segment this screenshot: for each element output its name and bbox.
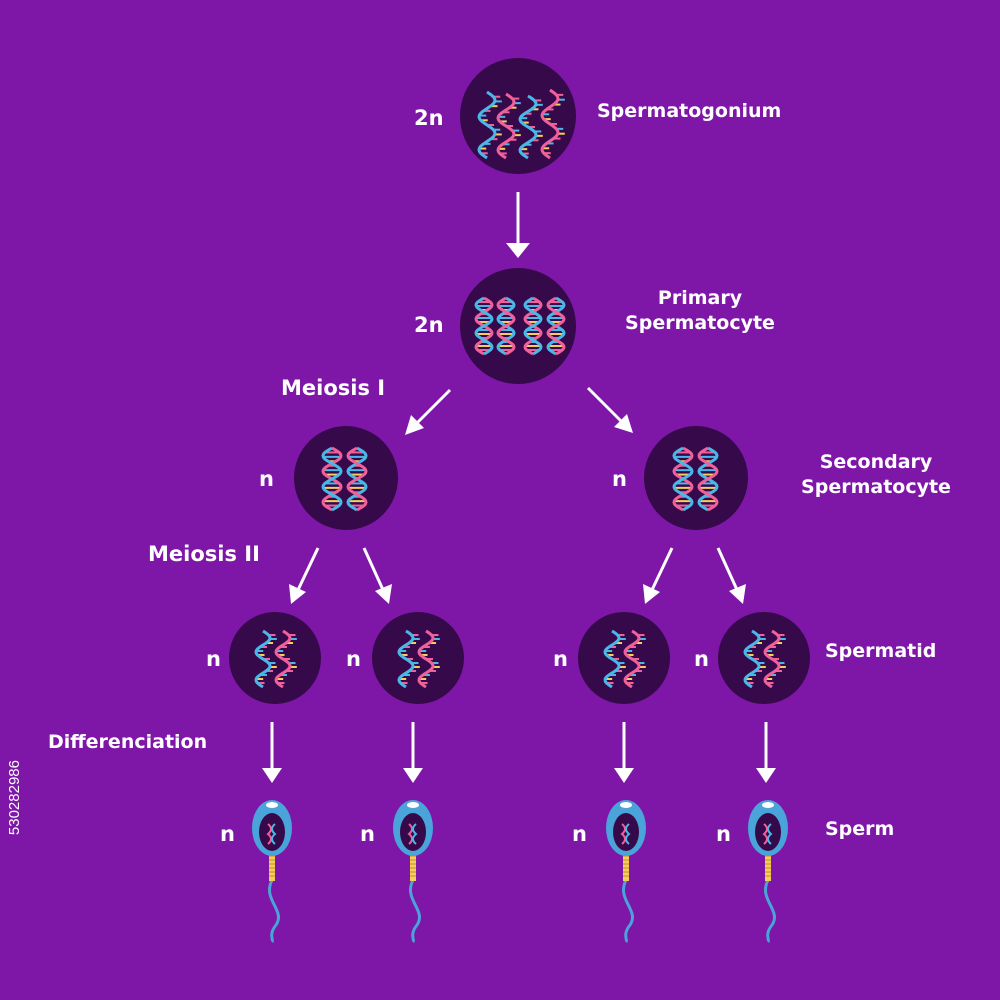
ploidy-secondary-left: n xyxy=(259,467,274,491)
label-primary-line2: Spermatocyte xyxy=(625,312,775,334)
sperm-acrosome xyxy=(266,802,278,808)
cell-body xyxy=(229,612,321,704)
label-secondary-spermatocyte: Secondary Spermatocyte xyxy=(786,450,966,500)
arrowhead xyxy=(289,584,306,604)
sperm-acrosome xyxy=(620,802,632,808)
sperm-icon-3 xyxy=(606,800,646,944)
cells xyxy=(229,58,810,704)
dna-helix-icon xyxy=(523,296,543,356)
label-differentiation: Differenciation xyxy=(48,731,208,753)
arrowhead xyxy=(756,768,776,783)
dna-helix-icon xyxy=(518,94,543,160)
cell-secondary-spermatocyte-left xyxy=(294,426,398,530)
ploidy-secondary-right: n xyxy=(612,467,627,491)
label-primary-spermatocyte: Primary Spermatocyte xyxy=(605,286,795,336)
dna-helix-icon xyxy=(623,629,646,689)
arrowhead xyxy=(643,584,660,604)
label-secondary-line2: Spermatocyte xyxy=(801,476,951,498)
cell-body xyxy=(294,426,398,530)
dna-helix-icon xyxy=(254,629,277,689)
dna-helix-icon xyxy=(417,629,440,689)
dna-helix-icon xyxy=(321,446,343,512)
sperm-acrosome xyxy=(762,802,774,808)
dna-helix-icon xyxy=(672,446,694,512)
sperm-midpiece xyxy=(623,853,629,881)
sperm-tail xyxy=(409,879,421,944)
cell-body xyxy=(578,612,670,704)
cell-body xyxy=(644,426,748,530)
dna-helix-icon xyxy=(474,296,494,356)
arrowhead xyxy=(405,415,424,435)
dna-helix-icon xyxy=(743,629,766,689)
ploidy-primary: 2n xyxy=(414,313,444,337)
cell-spermatid-3 xyxy=(578,612,670,704)
dna-helix-icon xyxy=(496,296,516,356)
arrowhead xyxy=(614,768,634,783)
sperm-midpiece xyxy=(765,853,771,881)
dna-helix-icon xyxy=(540,88,565,160)
dna-helix-icon xyxy=(496,92,521,160)
arrow-meiosis2-c xyxy=(649,547,674,593)
ploidy-sperm-4: n xyxy=(716,822,731,846)
label-sperm: Sperm xyxy=(825,818,895,840)
cell-body xyxy=(460,58,576,174)
dna-helix-icon xyxy=(397,629,420,689)
sperm-icon-4 xyxy=(748,800,788,944)
label-spermatogonium: Spermatogonium xyxy=(597,100,782,122)
cell-spermatogonium xyxy=(460,58,576,174)
cell-body xyxy=(460,268,576,384)
cell-primary-spermatocyte xyxy=(460,268,576,384)
cell-spermatid-2 xyxy=(372,612,464,704)
arrowhead xyxy=(614,414,633,433)
dna-helix-icon xyxy=(603,629,626,689)
ploidy-sperm-3: n xyxy=(572,822,587,846)
arrowhead xyxy=(262,768,282,783)
cell-spermatid-4 xyxy=(718,612,810,704)
sperm-tail xyxy=(622,879,634,944)
cell-body xyxy=(718,612,810,704)
sperm-acrosome xyxy=(407,802,419,808)
sperm-icon-2 xyxy=(393,800,433,944)
sperm-cells xyxy=(252,800,788,944)
ploidy-spermatid-3: n xyxy=(553,647,568,671)
label-primary-line1: Primary xyxy=(657,287,743,309)
arrow-meiosis1-right xyxy=(586,386,626,426)
dna-helix-icon xyxy=(346,446,368,512)
sperm-icon-1 xyxy=(252,800,292,944)
label-secondary-line1: Secondary xyxy=(819,451,933,473)
sperm-tail xyxy=(764,879,776,944)
cell-body xyxy=(372,612,464,704)
dna-helix-icon xyxy=(274,629,297,689)
ploidy-spermatid-2: n xyxy=(346,647,361,671)
ploidy-sperm-1: n xyxy=(220,822,235,846)
arrow-meiosis2-b xyxy=(362,547,386,593)
ploidy-spermatid-4: n xyxy=(694,647,709,671)
sperm-tail xyxy=(268,879,280,944)
arrowhead xyxy=(506,243,530,258)
cell-secondary-spermatocyte-right xyxy=(644,426,748,530)
label-spermatid: Spermatid xyxy=(825,640,937,662)
label-meiosis-2: Meiosis II xyxy=(148,542,260,566)
sperm-midpiece xyxy=(269,853,275,881)
dna-helix-icon xyxy=(697,446,719,512)
arrowhead xyxy=(729,584,746,604)
stock-id: 530282986 xyxy=(6,760,23,836)
dna-helix-icon xyxy=(546,296,566,356)
arrow-meiosis2-d xyxy=(716,547,740,593)
arrow-meiosis1-left xyxy=(412,388,452,428)
dna-helix-icon xyxy=(763,629,786,689)
label-meiosis-1: Meiosis I xyxy=(281,376,386,400)
arrowhead xyxy=(375,584,392,604)
ploidy-sperm-2: n xyxy=(360,822,375,846)
dna-helix-icon xyxy=(477,90,502,160)
sperm-midpiece xyxy=(410,853,416,881)
ploidy-spermatogonium: 2n xyxy=(414,106,444,130)
cell-spermatid-1 xyxy=(229,612,321,704)
arrowhead xyxy=(403,768,423,783)
arrows xyxy=(262,192,776,783)
arrow-meiosis2-a xyxy=(295,547,320,593)
ploidy-spermatid-1: n xyxy=(206,647,221,671)
